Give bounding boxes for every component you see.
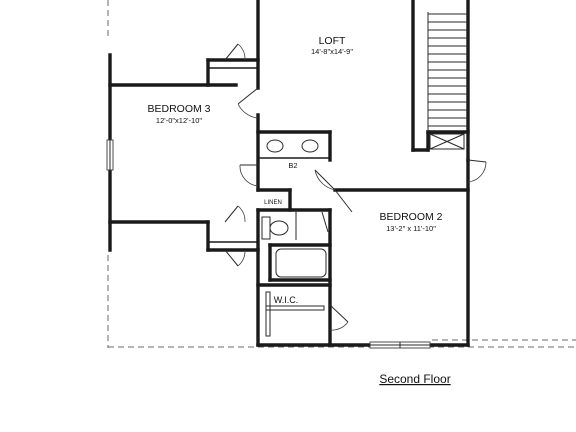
walls	[108, 0, 470, 347]
bedroom2-dims: 13'-2" x 11'-10"	[386, 224, 436, 233]
windows	[106, 139, 431, 349]
loft-name: LOFT	[319, 35, 346, 47]
bath-fixtures	[261, 139, 327, 337]
bath2-name: B2	[288, 161, 297, 170]
staircase	[427, 12, 468, 150]
linen-label: LINEN	[264, 200, 282, 206]
loft-dims: 14'-8"x14'-9"	[311, 47, 353, 56]
floor-caption: Second Floor	[379, 372, 450, 386]
dashed-outline	[107, 0, 576, 348]
door-swings	[224, 43, 487, 331]
bedroom3-name: BEDROOM 3	[147, 103, 210, 115]
bedroom2-name: BEDROOM 2	[379, 211, 442, 223]
bedroom3-dims: 12'-0"x12'-10"	[156, 116, 202, 125]
wic-label: W.I.C.	[274, 295, 299, 305]
